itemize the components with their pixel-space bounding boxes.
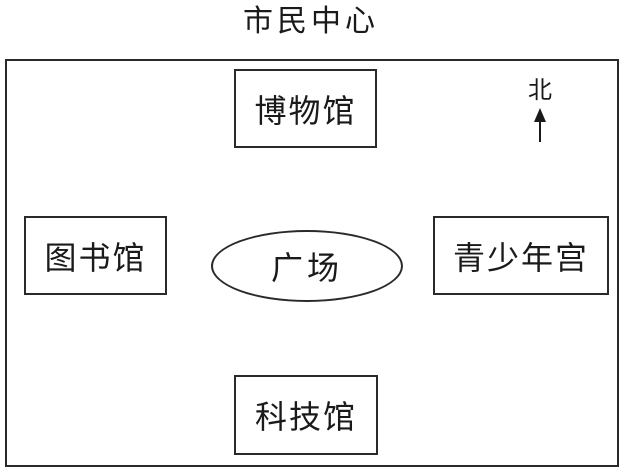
library-box: 图书馆 [24, 216, 167, 295]
youth-palace-box: 青少年宫 [433, 216, 609, 295]
north-label: 北 [528, 76, 552, 104]
civic-center-boundary [5, 59, 619, 467]
diagram-title: 市民中心 [243, 4, 379, 39]
north-arrow-icon [534, 108, 546, 142]
science-museum-box: 科技馆 [234, 375, 378, 455]
museum-box: 博物馆 [234, 69, 377, 148]
plaza-oval: 广场 [211, 230, 403, 302]
